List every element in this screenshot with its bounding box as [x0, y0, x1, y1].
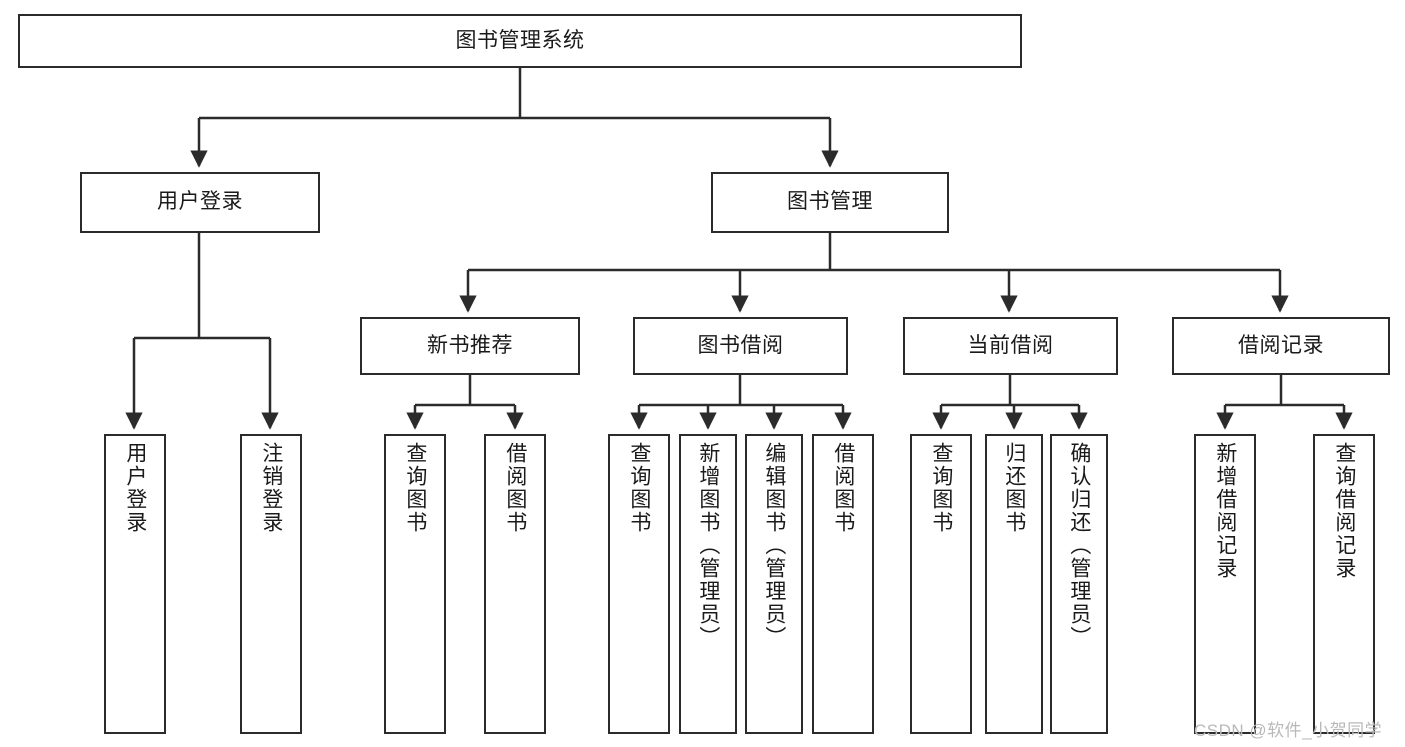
node-leaf-logout[interactable]: 注销登录 [240, 434, 302, 734]
node-label: 注销登录 [259, 442, 283, 534]
node-label: 图书借阅 [697, 333, 784, 357]
node-label: 查询图书 [627, 442, 651, 534]
node-label: 新书推荐 [427, 333, 513, 357]
node-user-login[interactable]: 用户登录 [80, 172, 320, 233]
node-label: 当前借阅 [967, 333, 1054, 357]
node-label: 借阅记录 [1238, 333, 1324, 357]
node-leaf-user-login[interactable]: 用户登录 [104, 434, 166, 734]
node-label: 图书管理 [787, 190, 873, 214]
node-new-book-recommend[interactable]: 新书推荐 [360, 317, 580, 375]
node-leaf-query-book-current[interactable]: 查询图书 [910, 434, 972, 734]
node-book-management[interactable]: 图书管理 [711, 172, 949, 233]
node-leaf-add-borrow-record[interactable]: 新增借阅记录 [1194, 434, 1256, 734]
node-label: 借阅图书 [503, 442, 527, 534]
node-leaf-borrow-book-recommend[interactable]: 借阅图书 [484, 434, 546, 734]
node-leaf-add-book-admin[interactable]: 新增图书（管理员） [679, 434, 737, 734]
node-label: 查询图书 [403, 442, 427, 534]
node-current-borrow[interactable]: 当前借阅 [903, 317, 1118, 375]
node-label: 编辑图书（管理员） [762, 442, 786, 649]
node-label: 用户登录 [123, 442, 147, 534]
node-leaf-confirm-return-admin[interactable]: 确认归还（管理员） [1050, 434, 1108, 734]
node-label: 查询图书 [929, 442, 953, 534]
node-book-borrow[interactable]: 图书借阅 [633, 317, 848, 375]
node-label: 新增借阅记录 [1213, 442, 1237, 580]
node-label: 用户登录 [157, 190, 243, 214]
node-label: 图书管理系统 [455, 28, 585, 52]
node-leaf-return-book[interactable]: 归还图书 [985, 434, 1043, 734]
node-borrow-record[interactable]: 借阅记录 [1172, 317, 1390, 375]
node-leaf-query-book-recommend[interactable]: 查询图书 [384, 434, 446, 734]
node-leaf-query-borrow-record[interactable]: 查询借阅记录 [1313, 434, 1375, 734]
node-label: 查询借阅记录 [1332, 442, 1356, 580]
node-label: 借阅图书 [831, 442, 855, 534]
node-root-system[interactable]: 图书管理系统 [18, 14, 1022, 68]
node-leaf-edit-book-admin[interactable]: 编辑图书（管理员） [745, 434, 803, 734]
node-leaf-query-book-borrow[interactable]: 查询图书 [608, 434, 670, 734]
node-leaf-borrow-book[interactable]: 借阅图书 [812, 434, 874, 734]
node-label: 确认归还（管理员） [1067, 442, 1091, 649]
node-label: 新增图书（管理员） [696, 442, 720, 649]
node-label: 归还图书 [1002, 442, 1026, 534]
